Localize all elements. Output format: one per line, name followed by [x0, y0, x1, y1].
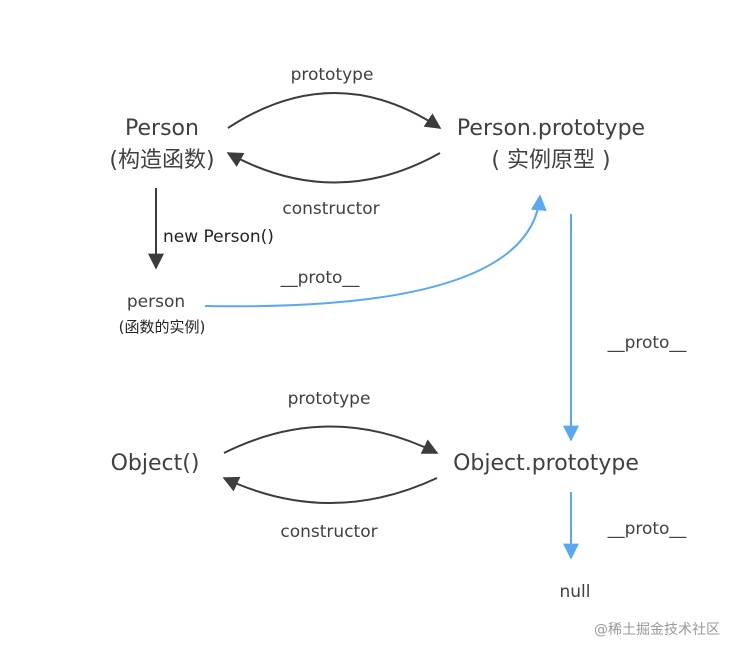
- edge-label-new-person: new Person(): [163, 227, 274, 247]
- edge-label-object-prototype: prototype: [287, 389, 371, 409]
- node-person-prototype-subtitle: ( 实例原型 ): [491, 148, 611, 173]
- node-instance-subtitle: (函数的实例): [118, 318, 206, 336]
- node-person-subtitle: (构造函数): [109, 148, 215, 173]
- node-person: Person: [125, 116, 199, 141]
- edge-label-instance-proto: __proto__: [280, 268, 360, 288]
- node-instance: person: [126, 292, 186, 312]
- arrow-prototype-to-person: [226, 152, 441, 184]
- edge-label-object-prototype-proto: __proto__: [607, 519, 687, 539]
- arrow-object-prototype-to-object: [222, 476, 438, 504]
- edge-label-object-constructor: constructor: [280, 522, 378, 542]
- edge-label-person-prototype-proto: __proto__: [607, 333, 687, 353]
- node-person-prototype: Person.prototype: [456, 116, 646, 141]
- arrow-instance-proto: [204, 194, 547, 308]
- arrow-object-to-prototype: [223, 425, 439, 454]
- edge-label-person-constructor: constructor: [282, 199, 380, 219]
- arrow-person-to-prototype: [227, 92, 442, 129]
- edge-label-person-prototype: prototype: [290, 65, 374, 85]
- watermark: @稀土掘金技术社区: [594, 622, 720, 638]
- node-object-prototype: Object.prototype: [453, 451, 639, 476]
- node-null: null: [559, 582, 591, 602]
- node-object: Object(): [110, 451, 200, 476]
